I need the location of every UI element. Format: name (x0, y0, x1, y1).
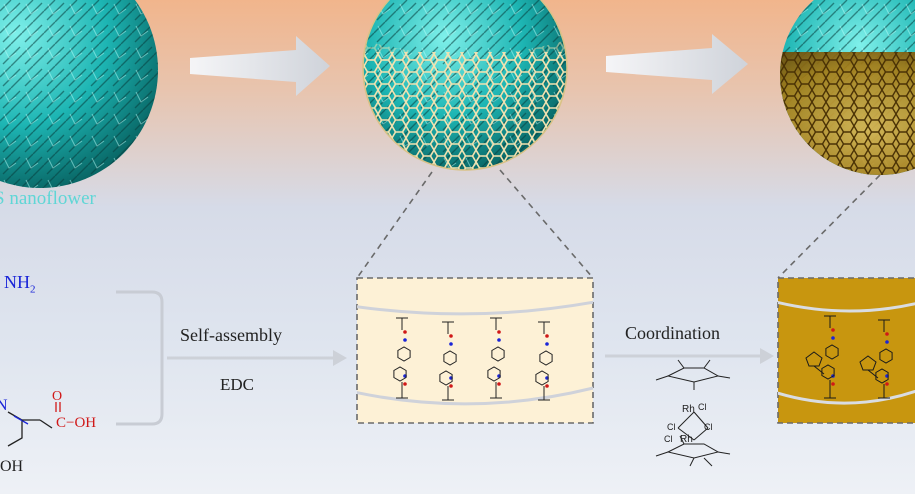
linker-mark (867, 369, 879, 379)
linker-mark (831, 336, 835, 340)
svg-text:Cl: Cl (667, 422, 676, 432)
rh-complex-panel (777, 277, 915, 424)
amine-text: NH (4, 272, 30, 292)
rh-coated-sphere (780, 0, 915, 175)
linker-mark (805, 351, 823, 367)
linker-mark (449, 334, 453, 338)
linker-mark (449, 342, 453, 346)
self-assembly-label: Self-assembly (180, 325, 282, 345)
svg-text:Rh: Rh (680, 434, 693, 445)
reactant-bracket (116, 290, 164, 426)
svg-text:Rh: Rh (682, 404, 695, 415)
linker-mark (825, 344, 839, 360)
linker-mark (535, 370, 549, 386)
linker-mark (545, 384, 549, 388)
self-assembly-arrow (167, 350, 347, 366)
hydroxyl-label: OH (0, 458, 24, 475)
nanoflower-sphere (0, 0, 158, 188)
linker-mark (885, 332, 889, 336)
svg-text:Cl: Cl (664, 434, 673, 444)
linker-mark (813, 365, 825, 375)
rh-dimer-structure: Rh Cl Cl Cl Cl Rh (655, 359, 731, 467)
linker-mark (403, 330, 407, 334)
linker-mark (545, 342, 549, 346)
linker-mark (403, 382, 407, 386)
linker-mark (491, 346, 505, 362)
process-arrow-1 (190, 36, 330, 96)
process-arrow-2 (606, 34, 748, 94)
linker-mark (885, 340, 889, 344)
coordination-arrow (605, 348, 774, 364)
linker-mark (439, 370, 453, 386)
linker-mark (879, 348, 893, 364)
linker-mark (449, 384, 453, 388)
linker-mark (497, 330, 501, 334)
svg-text:Cl: Cl (704, 422, 713, 432)
linker-mark (885, 382, 889, 386)
linker-mark (393, 366, 407, 382)
linker-mark (403, 338, 407, 342)
zoom-lines (356, 169, 881, 279)
linker-mark (443, 350, 457, 366)
isonicotinic-acid-structure: O (7, 389, 62, 447)
linker-mark (821, 364, 835, 380)
linker-mark (539, 350, 553, 366)
linker-mark (875, 368, 889, 384)
linker-mark (497, 382, 501, 386)
linker-mark (545, 334, 549, 338)
linker-mark (859, 355, 877, 371)
carboxyl-label: C−OH (56, 415, 97, 431)
amine-label: NH2 (4, 272, 36, 296)
linker-mark (831, 328, 835, 332)
linker-panel (356, 277, 594, 424)
edc-label: EDC (220, 375, 254, 394)
linker-mark (831, 382, 835, 386)
linker-mark (497, 338, 501, 342)
amine-subscript: 2 (30, 283, 36, 296)
coated-sphere (362, 0, 568, 171)
svg-text:Cl: Cl (698, 402, 707, 412)
linker-mark (397, 346, 411, 362)
svg-text:O: O (52, 389, 62, 404)
ring-nitrogen-label: N (0, 397, 8, 414)
nanoflower-label: S nanoflower (0, 188, 96, 209)
coordination-label: Coordination (625, 323, 720, 343)
linker-mark (487, 366, 501, 382)
